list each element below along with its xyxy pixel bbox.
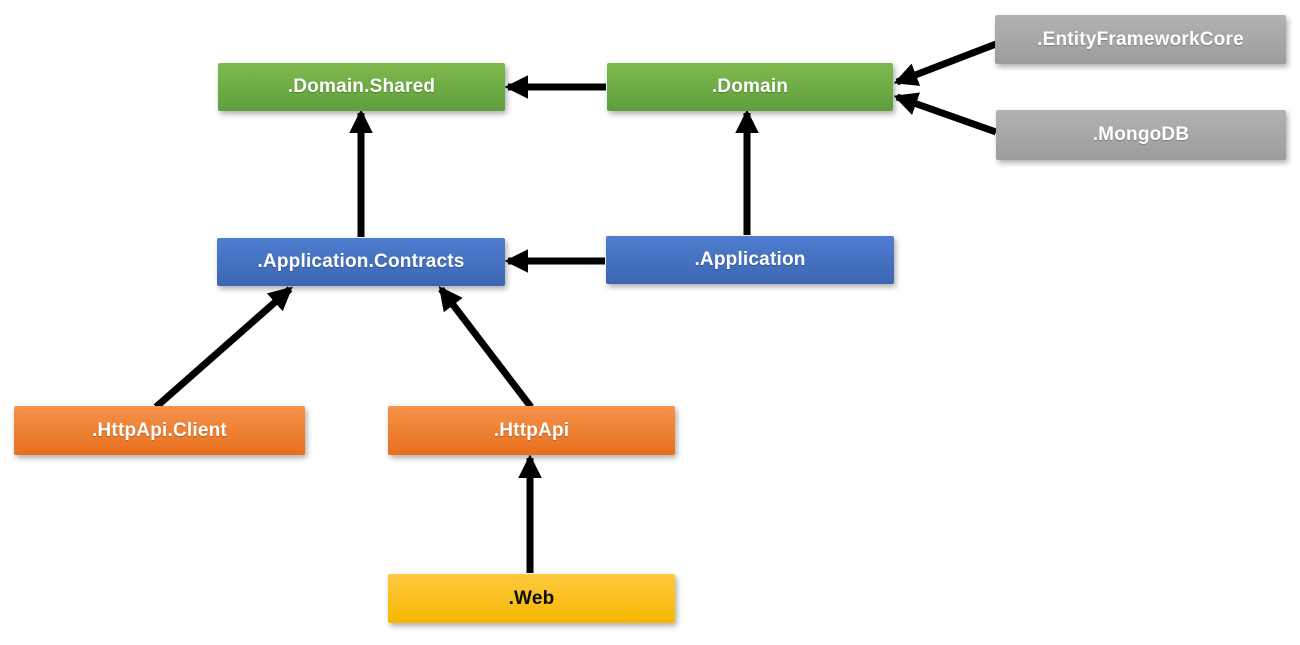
node-application: .Application (606, 236, 894, 284)
arrow-mongodb-to-domain (893, 92, 998, 136)
node-web: .Web (388, 574, 675, 623)
node-domain: .Domain (607, 63, 893, 111)
node-mongodb: .MongoDB (996, 110, 1286, 160)
arrow-httpapi-to-application-contracts (438, 286, 534, 410)
node-httpapi-client: .HttpApi.Client (14, 406, 305, 455)
node-application-contracts: .Application.Contracts (217, 238, 505, 286)
node-httpapi: .HttpApi (388, 406, 675, 455)
node-domain-shared: .Domain.Shared (218, 63, 505, 111)
arrow-entity-framework-core-to-domain (893, 40, 998, 86)
arrow-httpapi-client-to-application-contracts (153, 286, 293, 410)
node-entity-framework-core: .EntityFrameworkCore (995, 15, 1286, 64)
